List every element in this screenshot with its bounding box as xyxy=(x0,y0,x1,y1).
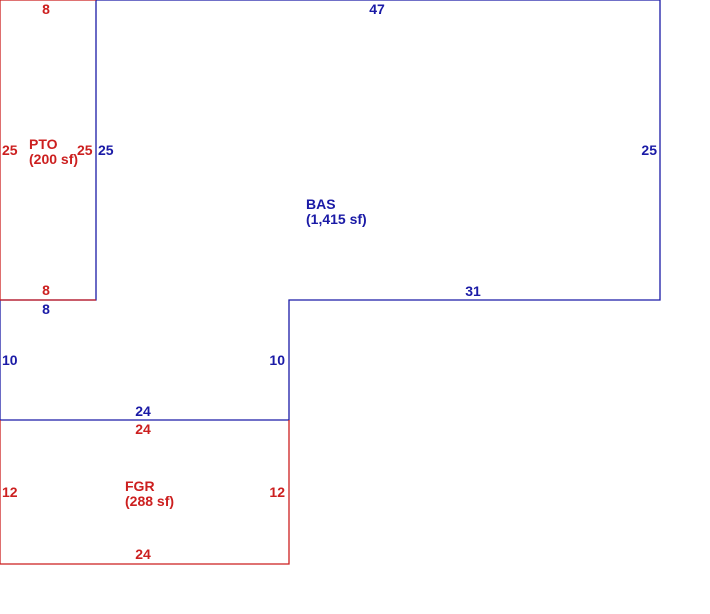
bas-dim-notch-side: 10 xyxy=(269,352,285,368)
bas-dim-top: 47 xyxy=(369,1,385,17)
bas-dim-notch-bottom: 31 xyxy=(465,283,481,299)
bas-dim-step-top: 8 xyxy=(42,301,50,317)
bas-code-label: BAS xyxy=(306,196,336,212)
bas-dim-bottom: 24 xyxy=(135,403,151,419)
pto-dim-left: 25 xyxy=(2,142,18,158)
pto-area-label: (200 sf) xyxy=(29,151,78,167)
fgr-dim-top: 24 xyxy=(135,421,151,437)
pto-dim-bottom: 8 xyxy=(42,282,50,298)
pto-dim-right: 25 xyxy=(77,142,93,158)
pto-dim-top: 8 xyxy=(42,1,50,17)
bas-dim-left-upper: 25 xyxy=(98,142,114,158)
fgr-area-label: (288 sf) xyxy=(125,493,174,509)
bas-dim-right: 25 xyxy=(641,142,657,158)
fgr-dim-right: 12 xyxy=(269,484,285,500)
fgr-code-label: FGR xyxy=(125,478,155,494)
fgr-dim-bottom: 24 xyxy=(135,546,151,562)
fgr-outline xyxy=(0,420,290,565)
bas-area-label: (1,415 sf) xyxy=(306,211,367,227)
pto-outline xyxy=(0,0,96,301)
fgr-dim-left: 12 xyxy=(2,484,18,500)
pto-code-label: PTO xyxy=(29,136,58,152)
bas-dim-left-lower: 10 xyxy=(2,352,18,368)
